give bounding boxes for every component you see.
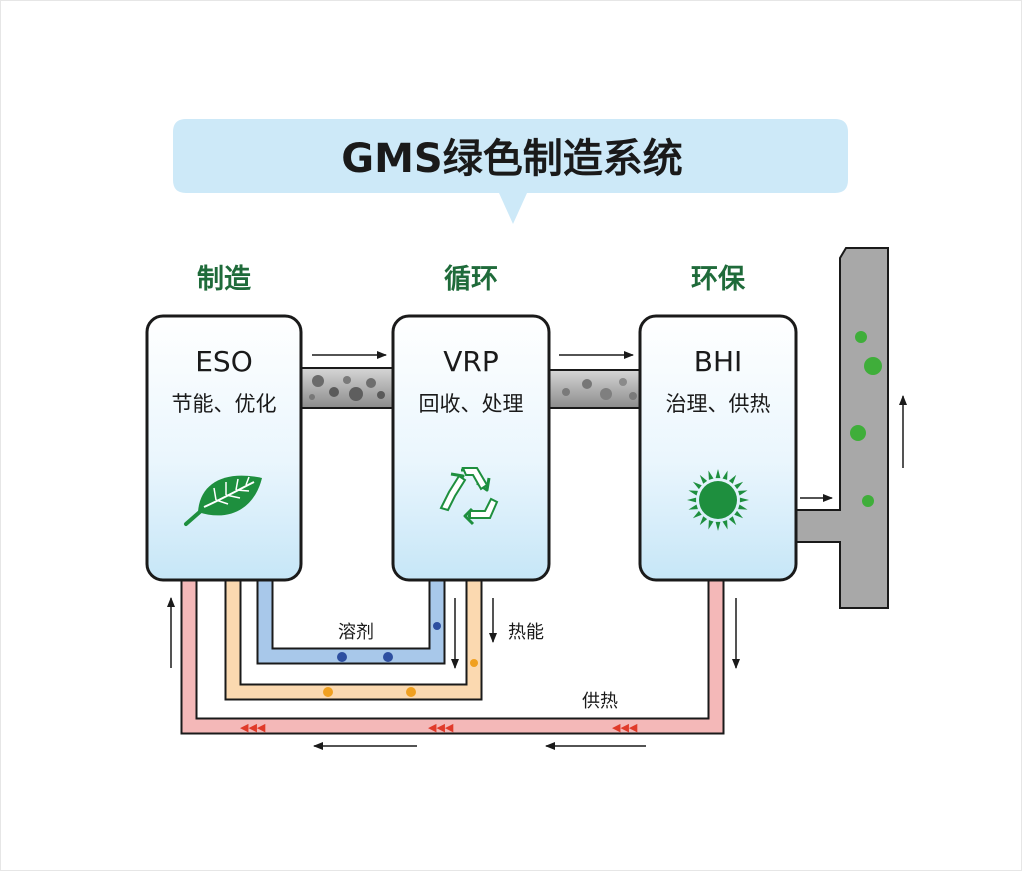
smoke-particle	[855, 331, 867, 343]
sun-ray	[715, 469, 721, 479]
solvent-dot	[433, 622, 441, 630]
sun-ray	[688, 490, 698, 496]
box-bhi-desc: 治理、供热	[666, 392, 771, 416]
sun-ray	[688, 504, 698, 510]
smoke-particle	[850, 425, 866, 441]
sun-ray	[687, 497, 697, 503]
box-vrp-desc: 回收、处理	[419, 392, 524, 416]
sun-ray	[708, 520, 714, 530]
box-bhi-code: BHI	[694, 345, 743, 378]
box-vrp: VRP 回收、处理	[391, 314, 551, 582]
sun-ray	[734, 481, 744, 490]
sun-ray	[728, 474, 737, 484]
heat-supply-chevrons: ◀◀◀	[612, 721, 638, 734]
sun-ray	[708, 470, 714, 480]
title-banner: GMS绿色制造系统	[173, 119, 848, 224]
sun-ray	[692, 510, 702, 519]
heat-supply-chevrons: ◀◀◀	[428, 721, 454, 734]
sun-ray	[699, 474, 708, 484]
solvent-dot	[383, 652, 393, 662]
smoke-particle	[864, 357, 882, 375]
heat-energy-dot	[323, 687, 333, 697]
recycle-icon	[439, 467, 499, 526]
duct-eso-vrp	[299, 367, 395, 409]
leaf-icon	[184, 475, 262, 526]
sun-ray	[699, 516, 708, 526]
title-bubble	[173, 119, 848, 224]
box-vrp-code: VRP	[443, 345, 499, 378]
chimney	[795, 247, 889, 609]
flow-label-solvent: 溶剂	[338, 622, 374, 643]
page-title: GMS绿色制造系统	[341, 136, 682, 182]
sun-ray	[738, 504, 748, 510]
sun-ray	[739, 497, 749, 503]
duct-vrp-bhi	[547, 369, 643, 409]
box-eso: ESO 节能、优化	[145, 314, 303, 582]
category-manufacturing: 制造	[197, 264, 251, 295]
flow-label-heat-supply: 供热	[582, 691, 618, 712]
category-environment: 环保	[691, 264, 746, 295]
sun-ray	[738, 490, 748, 496]
sun-ray	[734, 510, 744, 519]
flow-label-heat-energy: 热能	[508, 622, 544, 643]
sun-ray	[728, 516, 737, 526]
sun-ray	[715, 521, 721, 531]
smoke-particle	[862, 495, 874, 507]
heat-energy-dot	[470, 659, 478, 667]
heat-energy-dot	[406, 687, 416, 697]
sun-icon	[687, 469, 749, 531]
box-eso-desc: 节能、优化	[172, 392, 277, 416]
box-eso-code: ESO	[195, 345, 253, 378]
sun-ray	[722, 470, 728, 480]
category-recycling: 循环	[444, 264, 498, 295]
box-bhi: BHI 治理、供热	[638, 314, 798, 582]
heat-supply-chevrons: ◀◀◀	[240, 721, 266, 734]
sun-ray	[722, 520, 728, 530]
solvent-dot	[337, 652, 347, 662]
sun-ray	[692, 481, 702, 490]
